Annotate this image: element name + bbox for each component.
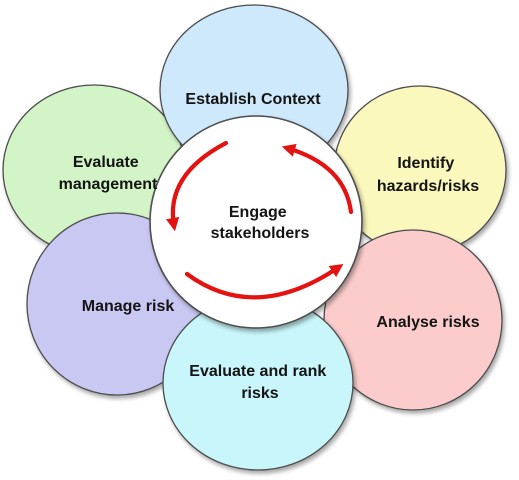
label-establish-context: Establish Context [185,91,321,108]
center-circle [149,115,363,329]
label-analyse-risks: Analyse risks [376,314,479,331]
label-engage-stakeholders: Engage stakeholders [211,204,310,242]
label-evaluate-rank-risks: Evaluate and rank risks [189,363,330,402]
label-manage-risk: Manage risk [82,298,175,315]
cycle-arrow-bottom [184,263,344,300]
cycle-arrows [165,140,354,300]
cycle-arrow-top-right [281,143,354,215]
label-evaluate-management: Evaluate management [59,154,158,193]
label-identify-hazards: Identify hazards/risks [377,155,479,195]
cycle-arrow-left [165,140,229,232]
